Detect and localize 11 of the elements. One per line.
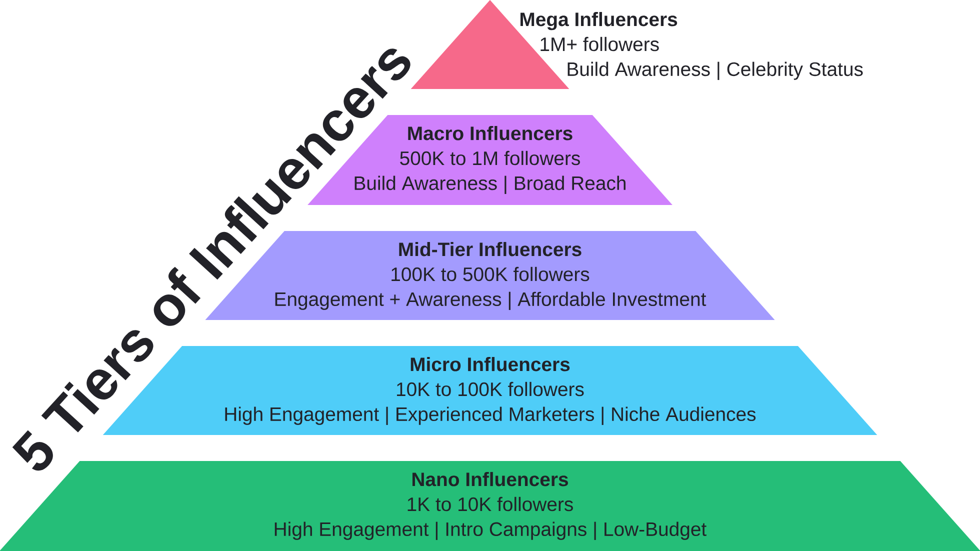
- tier-benefits: High Engagement | Intro Campaigns | Low-Budget: [274, 522, 706, 540]
- tier-benefits: High Engagement | Experienced Marketers | Niche Audiences: [225, 406, 756, 425]
- tier-name: Mega Influencers: [520, 12, 678, 30]
- tier-name: Nano Influencers: [412, 472, 568, 486]
- tier-benefits: Build Awareness | Celebrity Status: [568, 62, 863, 80]
- follower-range: 1K to 10K followers: [408, 496, 573, 512]
- tier-name: Micro Influencers: [410, 356, 570, 372]
- follower-range: 1M+ followers: [540, 36, 659, 52]
- follower-range: 10K to 100K followers: [397, 382, 584, 396]
- tier-name: Macro Influencers: [408, 126, 572, 140]
- tier-benefits: Engagement + Awareness | Affordable Investment: [275, 292, 706, 310]
